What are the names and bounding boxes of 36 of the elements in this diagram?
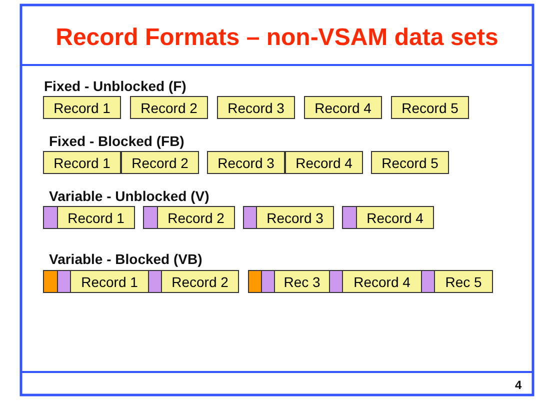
descriptor-bar	[43, 206, 58, 229]
record-box: Record 1	[43, 96, 121, 119]
record-box: Record 1	[57, 206, 135, 229]
block-descriptor-bar	[248, 270, 262, 293]
record-box: Record 2	[161, 270, 239, 293]
format-heading: Variable - Blocked (VB)	[49, 251, 202, 267]
descriptor-bar	[342, 206, 357, 229]
record-box: Record 5	[371, 151, 449, 174]
descriptor-bar	[421, 270, 435, 293]
record-box: Record 4	[304, 96, 382, 119]
record-box: Record 3	[207, 151, 285, 174]
record-box: Record 4	[356, 206, 434, 229]
record-box: Record 2	[121, 151, 199, 174]
page-number: 4	[515, 378, 522, 392]
record-box: Record 2	[130, 96, 208, 119]
record-box: Record 3	[256, 206, 334, 229]
format-heading: Fixed - Blocked (FB)	[49, 133, 184, 149]
record-box: Record 3	[217, 96, 295, 119]
record-box: Record 1	[70, 270, 149, 293]
descriptor-bar	[143, 206, 158, 229]
descriptor-bar	[57, 270, 71, 293]
descriptor-bar	[148, 270, 162, 293]
record-box: Record 1	[43, 151, 121, 174]
descriptor-bar	[243, 206, 257, 229]
slide-title: Record Formats – non-VSAM data sets	[54, 24, 500, 52]
format-heading: Fixed - Unblocked (F)	[44, 78, 186, 94]
record-box: Record 5	[391, 96, 469, 119]
format-heading: Variable - Unblocked (V)	[49, 188, 210, 204]
record-box: Rec 3	[274, 270, 330, 293]
record-box: Record 4	[342, 270, 422, 293]
descriptor-bar	[329, 270, 343, 293]
record-box: Record 4	[285, 151, 363, 174]
descriptor-bar	[261, 270, 275, 293]
block-descriptor-bar	[43, 270, 58, 293]
record-box: Rec 5	[434, 270, 493, 293]
record-box: Record 2	[157, 206, 235, 229]
